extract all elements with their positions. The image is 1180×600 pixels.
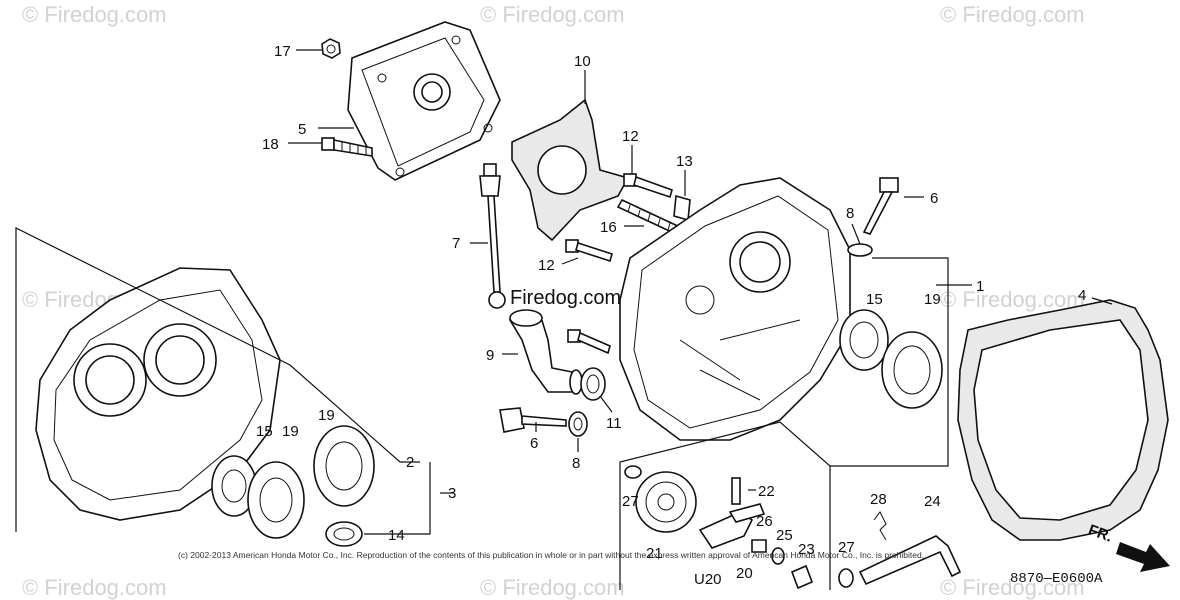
callout-20: 20 (736, 565, 753, 582)
bearing-part-15-right (839, 309, 889, 371)
bearing-part-19-left-b (313, 425, 375, 507)
bearing-part-19-left-a (247, 461, 305, 539)
callout-24: 24 (924, 493, 941, 510)
callout-16: 16 (600, 219, 617, 236)
callout-12-lower: 12 (538, 257, 555, 274)
watermark-mid-right: © Firedog.com (940, 287, 1085, 312)
front-arrow-icon (1116, 542, 1170, 572)
shaft-part-23 (790, 564, 814, 590)
callout-5: 5 (298, 121, 306, 138)
callout-3: 3 (448, 485, 456, 502)
watermark-top-right: © Firedog.com (940, 2, 1085, 27)
bolt-part-12-lower (565, 239, 613, 263)
washer-part-27-right (838, 568, 854, 588)
lever-part-24 (858, 535, 962, 586)
oil-plug-part-6-lower (499, 407, 567, 433)
crankcase-part-2 (35, 267, 281, 521)
clip-part-26 (751, 539, 767, 553)
callout-6-lower: 6 (530, 435, 538, 452)
callout-8-upper: 8 (846, 205, 854, 222)
breather-tube-part-9 (508, 309, 583, 395)
callout-27-gear: 27 (622, 493, 639, 510)
callout-1: 1 (976, 278, 984, 295)
washer-part-25 (771, 547, 785, 565)
callout-2: 2 (406, 454, 414, 471)
spring-part-28 (873, 511, 887, 541)
washer-part-27-gear (624, 465, 642, 479)
callout-9: 9 (486, 347, 494, 364)
watermark-top-center: © Firedog.com (480, 2, 625, 27)
center-watermark: Firedog.com (510, 287, 621, 309)
callouts: 17 5 18 10 12 13 7 16 12 6 8 1 4 15 19 9… (256, 43, 1086, 588)
callout-21: 21 (646, 545, 663, 562)
callout-17: 17 (274, 43, 291, 60)
callout-14: 14 (388, 527, 405, 544)
callout-10: 10 (574, 53, 591, 70)
callout-13: 13 (676, 153, 693, 170)
callout-25: 25 (776, 527, 793, 544)
bearing-part-19-right (881, 331, 943, 409)
callout-22: 22 (758, 483, 775, 500)
callout-19-left-b: 19 (318, 407, 335, 424)
bolt-part-18 (321, 137, 373, 157)
callout-15-left: 15 (256, 423, 273, 440)
callout-27-right: 27 (838, 539, 855, 556)
bolt-part-9-side (567, 329, 611, 355)
leader-lines (15, 49, 1113, 590)
watermark-top-left: © Firedog.com (22, 2, 167, 27)
watermark-bottom-left: © Firedog.com (22, 575, 167, 600)
governor-arm-part-20 (698, 503, 766, 549)
watermark-bottom-right: © Firedog.com (940, 575, 1085, 600)
diagram-code: 8870—E0600A (1010, 571, 1103, 587)
oil-plug-part-6-upper (862, 177, 899, 235)
callout-u20: U20 (694, 571, 722, 588)
washer-part-8-lower (568, 411, 588, 437)
callout-15-right: 15 (866, 291, 883, 308)
seal-part-14 (325, 521, 363, 547)
gasket-part-4 (957, 299, 1169, 541)
side-cover-part-5 (347, 21, 501, 181)
callout-26: 26 (756, 513, 773, 530)
copyright-notice: (c) 2002-2013 American Honda Motor Co., … (178, 550, 924, 560)
callout-28: 28 (870, 491, 887, 508)
seal-part-11 (580, 367, 606, 401)
front-direction-indicator: FR. (1086, 521, 1170, 572)
callout-11: 11 (606, 415, 622, 432)
callout-19-left-a: 19 (282, 423, 299, 440)
callout-18: 18 (262, 136, 279, 153)
callout-6-upper: 6 (930, 190, 938, 207)
callout-23: 23 (798, 541, 815, 558)
nut-part-17 (321, 38, 341, 59)
dipstick-part-7 (479, 163, 506, 309)
callout-4: 4 (1078, 287, 1086, 304)
callout-19-right: 19 (924, 291, 941, 308)
callout-7: 7 (452, 235, 460, 252)
watermark-bottom-center: © Firedog.com (480, 575, 625, 600)
dowel-pin-part-13 (673, 194, 691, 222)
governor-gear-part-21 (635, 471, 697, 533)
callout-8-lower: 8 (572, 455, 580, 472)
washer-part-8-upper (847, 243, 873, 257)
bolt-part-12-upper (623, 173, 673, 199)
pin-part-22 (731, 477, 741, 505)
callout-12-upper: 12 (622, 128, 639, 145)
crankcase-cover-part-1 (619, 177, 851, 441)
